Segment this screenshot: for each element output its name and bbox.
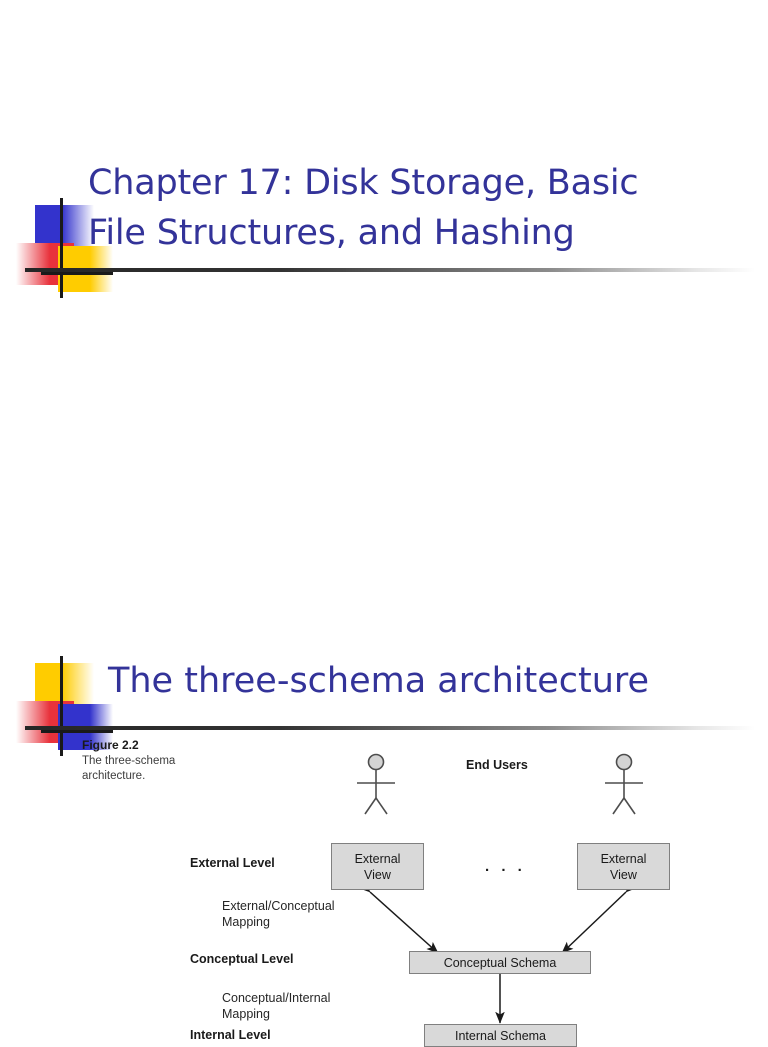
logo-horizontal-rule <box>41 271 113 275</box>
logo-blue-square <box>35 205 94 249</box>
logo-horizontal-rule <box>41 729 113 733</box>
page-title-line-2: File Structures, and Hashing <box>88 213 575 253</box>
box-line-1: External <box>600 851 647 866</box>
mapping-line-1: Conceptual/Internal <box>222 991 331 1005</box>
mapping-line-2: Mapping <box>222 915 270 929</box>
external-view-box-left: External View <box>331 843 424 890</box>
level-label-external: External Level <box>190 856 275 870</box>
box-line-1: External <box>354 851 401 866</box>
conceptual-schema-box: Conceptual Schema <box>409 951 591 974</box>
page-title: Chapter 17: Disk Storage, Basic File Str… <box>88 158 728 258</box>
box-line-2: View <box>610 867 637 882</box>
mapping-label-conceptual-internal: Conceptual/Internal Mapping <box>222 990 330 1022</box>
title-slide: Chapter 17: Disk Storage, Basic File Str… <box>16 158 755 298</box>
external-view-box-right: External View <box>577 843 670 890</box>
logo-vertical-rule <box>60 198 63 298</box>
section-underline-rule <box>25 726 755 730</box>
mapping-line-1: External/Conceptual <box>222 899 335 913</box>
ellipsis-between-views: . . . <box>485 858 526 875</box>
three-schema-slide: The three-schema architecture Figure 2.2… <box>0 640 768 1047</box>
stick-figure-left <box>357 753 395 815</box>
section-title: The three-schema architecture <box>108 661 650 701</box>
logo-vertical-rule <box>60 656 63 756</box>
figure-caption-text: The three-schema architecture. <box>82 755 176 782</box>
page-title-line-1: Chapter 17: Disk Storage, Basic <box>88 163 639 203</box>
mapping-label-external-conceptual: External/Conceptual Mapping <box>222 898 335 930</box>
logo-yellow-square <box>35 663 94 707</box>
three-schema-diagram: End Users External Level External/Concep… <box>0 738 768 1047</box>
stick-figure-right <box>605 753 643 815</box>
level-label-conceptual: Conceptual Level <box>190 952 294 966</box>
end-users-label: End Users <box>466 758 528 772</box>
arrow-external-right-to-conceptual <box>561 880 638 954</box>
internal-schema-box: Internal Schema <box>424 1024 577 1047</box>
box-line-1: Internal Schema <box>454 1028 547 1043</box>
diagram-connectors <box>357 753 643 1024</box>
arrow-external-left-to-conceptual <box>358 880 439 954</box>
level-label-internal: Internal Level <box>190 1028 271 1042</box>
mapping-line-2: Mapping <box>222 1007 270 1021</box>
figure-number: Figure 2.2 <box>82 738 139 752</box>
title-underline-rule <box>25 268 755 272</box>
box-line-2: View <box>364 867 391 882</box>
figure-caption: Figure 2.2 The three-schema architecture… <box>82 738 232 784</box>
box-line-1: Conceptual Schema <box>443 955 557 970</box>
